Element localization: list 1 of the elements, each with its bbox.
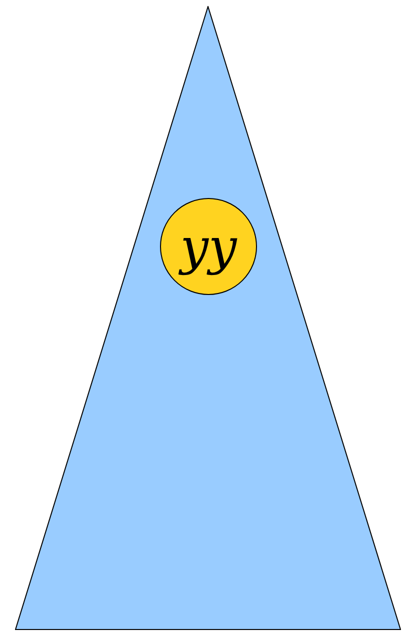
triangle-shape bbox=[15, 6, 401, 630]
